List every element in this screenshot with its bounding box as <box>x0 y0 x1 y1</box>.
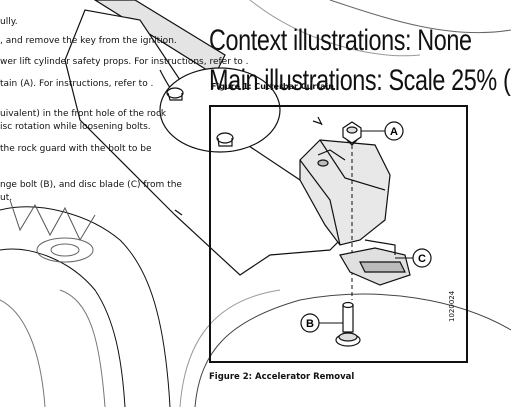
doc-line: wer lift cylinder safety props. For inst… <box>0 57 249 67</box>
doc-line: ut. <box>0 193 13 203</box>
callout-c-label: C <box>418 253 426 265</box>
round-plate <box>159 67 281 153</box>
doc-line: nge bolt (B), and disc blade (C) from th… <box>0 180 182 190</box>
main-illustrations-heading: Main illustrations: Scale 25% ( <box>209 64 511 97</box>
doc-line: uivalent) in the front hole of the rock <box>0 109 167 119</box>
accelerator-drawing <box>299 116 411 347</box>
figure-1-caption: Figure 1: Cutterbar Curtain <box>211 82 334 91</box>
doc-line: , and remove the key from the ignition. <box>0 36 177 46</box>
doc-line: tain (A). For instructions, refer to . <box>0 79 154 89</box>
callout-b: B <box>300 313 343 333</box>
figure-2-caption: Figure 2: Accelerator Removal <box>209 372 355 382</box>
doc-line: ully. <box>0 17 18 27</box>
figure-2-frame <box>209 105 468 363</box>
callout-a: A <box>361 121 404 141</box>
doc-line: isc rotation while loosening bolts. <box>0 122 151 132</box>
part-number: 1020024 <box>448 290 456 322</box>
context-illustrations-heading: Context illustrations: None <box>209 24 472 57</box>
doc-line: the rock guard with the bolt to be <box>0 144 152 154</box>
callout-b-label: B <box>306 318 314 330</box>
callout-a-label: A <box>390 126 398 138</box>
callout-c: C <box>395 248 432 268</box>
